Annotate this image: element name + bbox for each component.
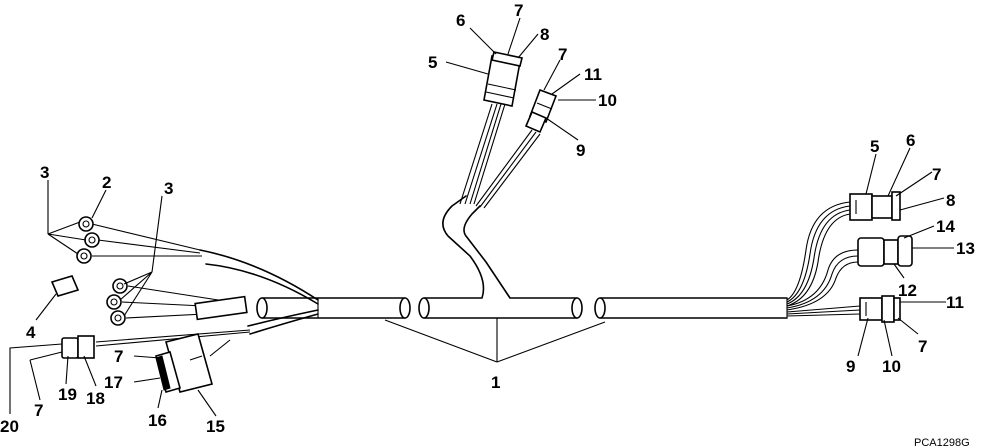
callout-9: 9 (846, 357, 855, 376)
left-inline-connector (61, 335, 95, 359)
callout-20: 20 (0, 417, 19, 436)
top-connector-large (483, 51, 523, 107)
callout-14: 14 (936, 217, 955, 236)
right-connector-lower (859, 295, 901, 323)
right-branch-wires (786, 201, 861, 317)
callout-7: 7 (34, 401, 43, 420)
main-harness-trunk (256, 195, 788, 319)
callout-12: 12 (898, 281, 917, 300)
callout-10: 10 (882, 357, 901, 376)
callout-3: 3 (40, 163, 49, 182)
callout-8: 8 (946, 191, 955, 210)
loose-cap (50, 275, 80, 297)
callout-6: 6 (906, 131, 915, 150)
callout-5: 5 (870, 137, 879, 156)
callout-11: 11 (584, 65, 602, 84)
callout-3: 3 (164, 179, 173, 198)
callout-9: 9 (576, 141, 585, 160)
callout-13: 13 (956, 239, 975, 258)
callout-1: 1 (491, 373, 500, 392)
callout-7: 7 (918, 337, 927, 356)
callout-7: 7 (932, 165, 941, 184)
callout-17: 17 (104, 373, 123, 392)
callout-7: 7 (558, 45, 567, 64)
right-connector-upper (849, 191, 901, 221)
figure-code: PCA1298G (914, 437, 970, 448)
callout-18: 18 (86, 389, 105, 408)
callout-4: 4 (26, 323, 36, 342)
callout-6: 6 (456, 11, 465, 30)
callout-19: 19 (58, 385, 77, 404)
callout-8: 8 (540, 25, 549, 44)
left-bottom-connector (155, 333, 213, 393)
callout-7: 7 (514, 1, 523, 20)
leader-lines (9, 17, 954, 417)
top-branch-wires (459, 103, 541, 209)
left-branch-wires (91, 223, 319, 357)
callout-7: 7 (114, 347, 123, 366)
callout-5: 5 (428, 53, 437, 72)
right-connector-middle (857, 235, 913, 267)
callout-11: 11 (946, 293, 964, 312)
callout-15: 15 (206, 417, 225, 436)
callout-labels: 1 2 3 3 4 5 5 6 6 7 7 7 7 7 7 8 8 9 9 10… (0, 1, 975, 436)
top-connector-small (524, 88, 558, 134)
callout-2: 2 (102, 173, 111, 192)
callout-10: 10 (598, 91, 617, 110)
callout-16: 16 (148, 411, 167, 430)
ring-terminals (76, 216, 128, 326)
